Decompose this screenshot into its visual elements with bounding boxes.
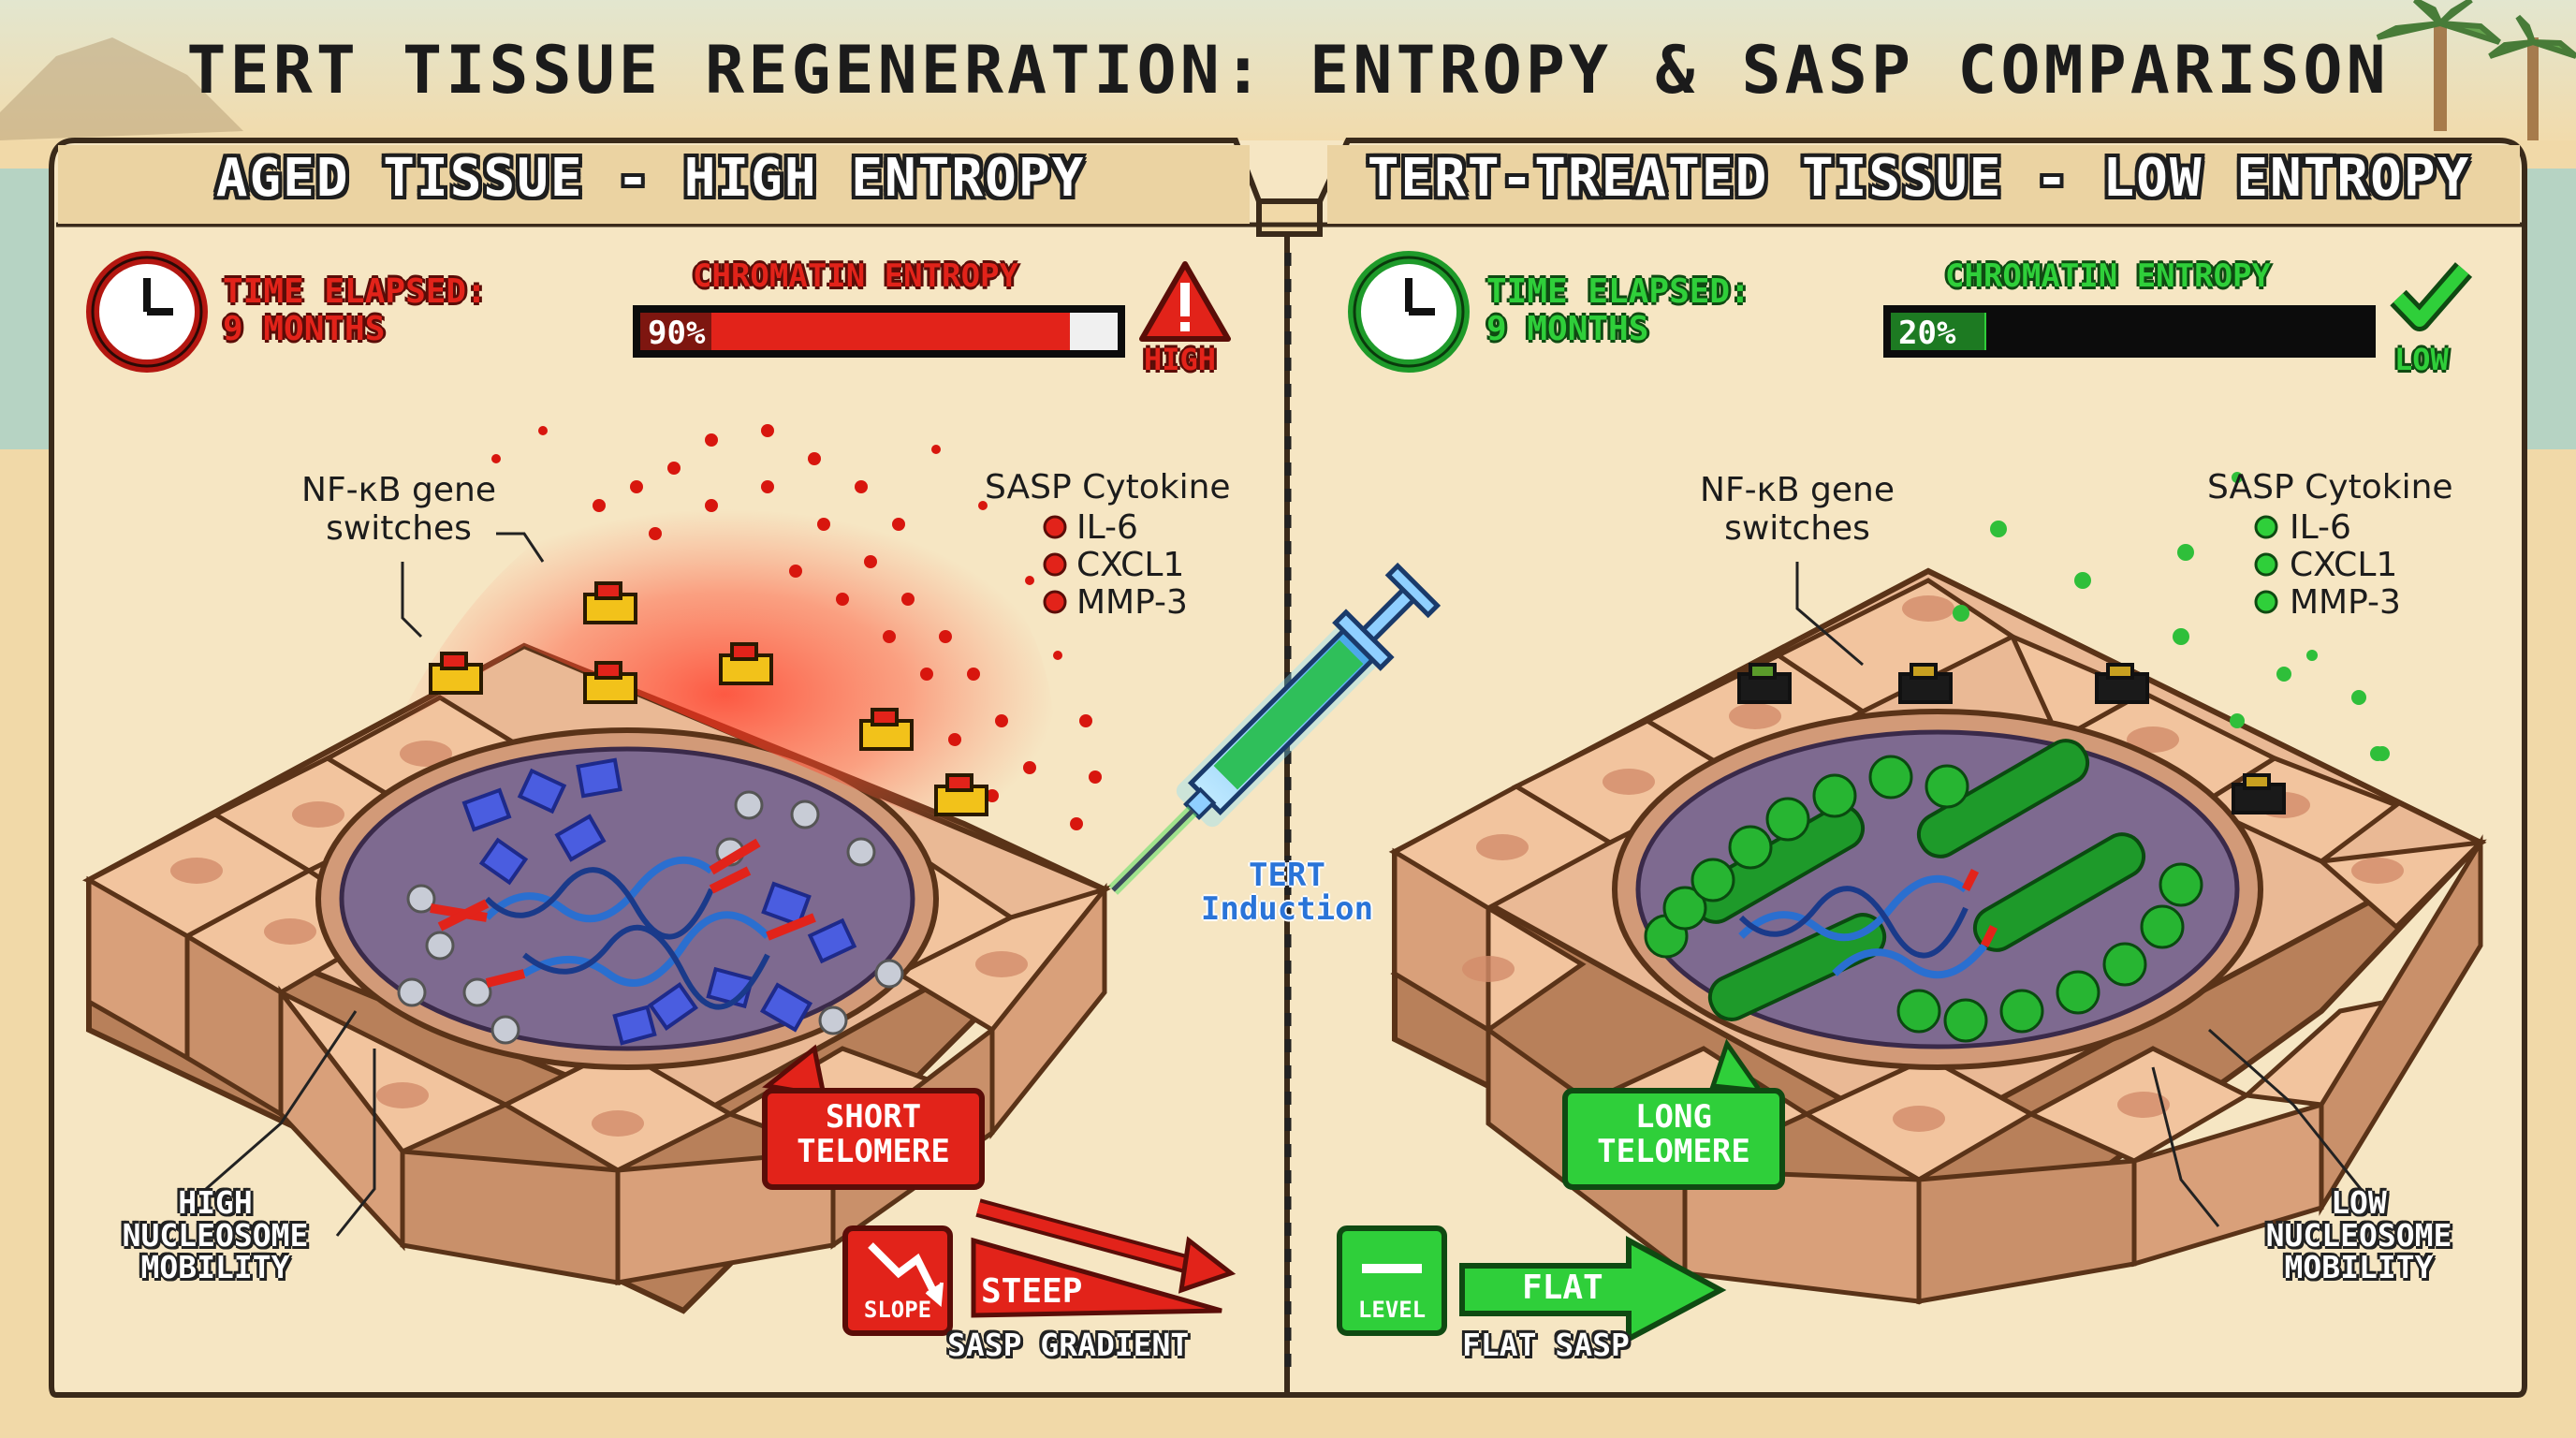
level-icon — [1337, 1225, 1447, 1336]
chromatin-entropy-label-right: CHROMATIN ENTROPY — [1945, 257, 2271, 295]
sasp-item-right: IL-6 — [2290, 508, 2351, 547]
time-elapsed-label-left: TIME ELAPSED: — [223, 272, 487, 311]
sasp-item-left: MMP-3 — [1076, 583, 1188, 622]
clock-icon — [1348, 251, 1470, 373]
entropy-bar-right — [1883, 305, 2376, 358]
warning-icon — [1139, 261, 1231, 342]
nfkb-label-right: NF-κB gene switches — [1700, 471, 1895, 549]
nfkb-switch-active — [429, 581, 988, 816]
entropy-value-right: 20% — [1898, 315, 1956, 352]
time-elapsed-label-right: TIME ELAPSED: — [1486, 272, 1750, 311]
entropy-bar-left — [633, 305, 1125, 358]
steep-label: STEEP — [981, 1272, 1083, 1311]
level-badge-label: LEVEL — [1357, 1297, 1427, 1323]
tert-induction-label: TERT Induction — [1200, 857, 1374, 928]
flat-sasp-caption: FLAT SASP — [1462, 1327, 1630, 1363]
flat-gradient-arrow — [1459, 1235, 1727, 1343]
sasp-gradient-caption: SASP GRADIENT — [947, 1327, 1190, 1363]
treated-tissue-header: TERT-TREATED TISSUE - LOW ENTROPY — [1367, 148, 2471, 209]
time-elapsed-value-left: 9 MONTHS — [223, 310, 386, 348]
long-telomere-badge — [1562, 1038, 1785, 1190]
time-elapsed-value-right: 9 MONTHS — [1486, 310, 1649, 348]
telomere-label-right: LONG TELOMERE — [1597, 1098, 1750, 1171]
chromatin-entropy-label-left: CHROMATIN ENTROPY — [693, 257, 1018, 295]
entropy-status-right: LOW — [2394, 342, 2449, 377]
sasp-item-right: MMP-3 — [2290, 583, 2401, 622]
aged-tissue-header: AGED TISSUE - HIGH ENTROPY — [215, 148, 1086, 209]
sasp-item-left: IL-6 — [1076, 508, 1138, 547]
palm-tree-icon — [2376, 0, 2576, 140]
aged-tissue-illustration — [81, 424, 1111, 1314]
sasp-item-left: CXCL1 — [1076, 546, 1185, 584]
check-icon — [2390, 262, 2473, 331]
mountain-icon — [0, 37, 243, 140]
entropy-status-left: HIGH — [1144, 342, 1217, 377]
slope-icon — [842, 1225, 953, 1336]
sasp-title-right: SASP Cytokine — [2207, 468, 2453, 506]
syringe-icon — [1108, 562, 1442, 895]
telomere-label-left: SHORT TELOMERE — [797, 1098, 950, 1171]
nfkb-switch-inactive — [1737, 663, 2286, 814]
entropy-value-left: 90% — [648, 315, 706, 352]
page-title: TERT TISSUE REGENERATION: ENTROPY & SASP… — [186, 32, 2390, 109]
clock-icon — [86, 251, 208, 373]
sasp-item-right: CXCL1 — [2290, 546, 2398, 584]
nfkb-label-left: NF-κB gene switches — [301, 471, 496, 549]
flat-label: FLAT — [1522, 1269, 1603, 1307]
slope-badge-label: SLOPE — [863, 1297, 932, 1323]
short-telomere-badge — [762, 1044, 985, 1190]
nucleosome-label-left: HIGH NUCLEOSOME MOBILITY — [122, 1184, 309, 1286]
sasp-title-left: SASP Cytokine — [985, 468, 1231, 506]
steep-gradient-arrow — [971, 1198, 1237, 1318]
nucleosome-label-right: LOW NUCLEOSOME MOBILITY — [2265, 1184, 2452, 1286]
